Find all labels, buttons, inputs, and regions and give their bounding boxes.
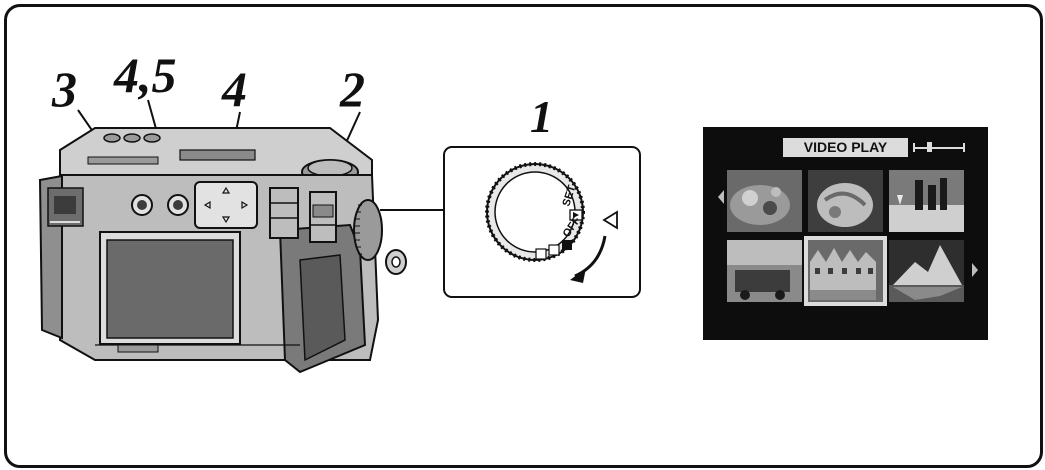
camera-body bbox=[38, 127, 407, 374]
step-label-3: 3 bbox=[52, 61, 77, 117]
step-label-2: 2 bbox=[340, 61, 365, 117]
mode-dial-callout bbox=[443, 146, 641, 298]
step-label-4: 4 bbox=[222, 61, 247, 117]
dial-pointer-icon bbox=[602, 210, 618, 230]
video-play-screen bbox=[703, 127, 988, 340]
step-label-1: 1 bbox=[530, 91, 553, 142]
screen-title: VIDEO PLAY bbox=[783, 138, 908, 157]
step-label-4-5: 4,5 bbox=[114, 47, 177, 103]
